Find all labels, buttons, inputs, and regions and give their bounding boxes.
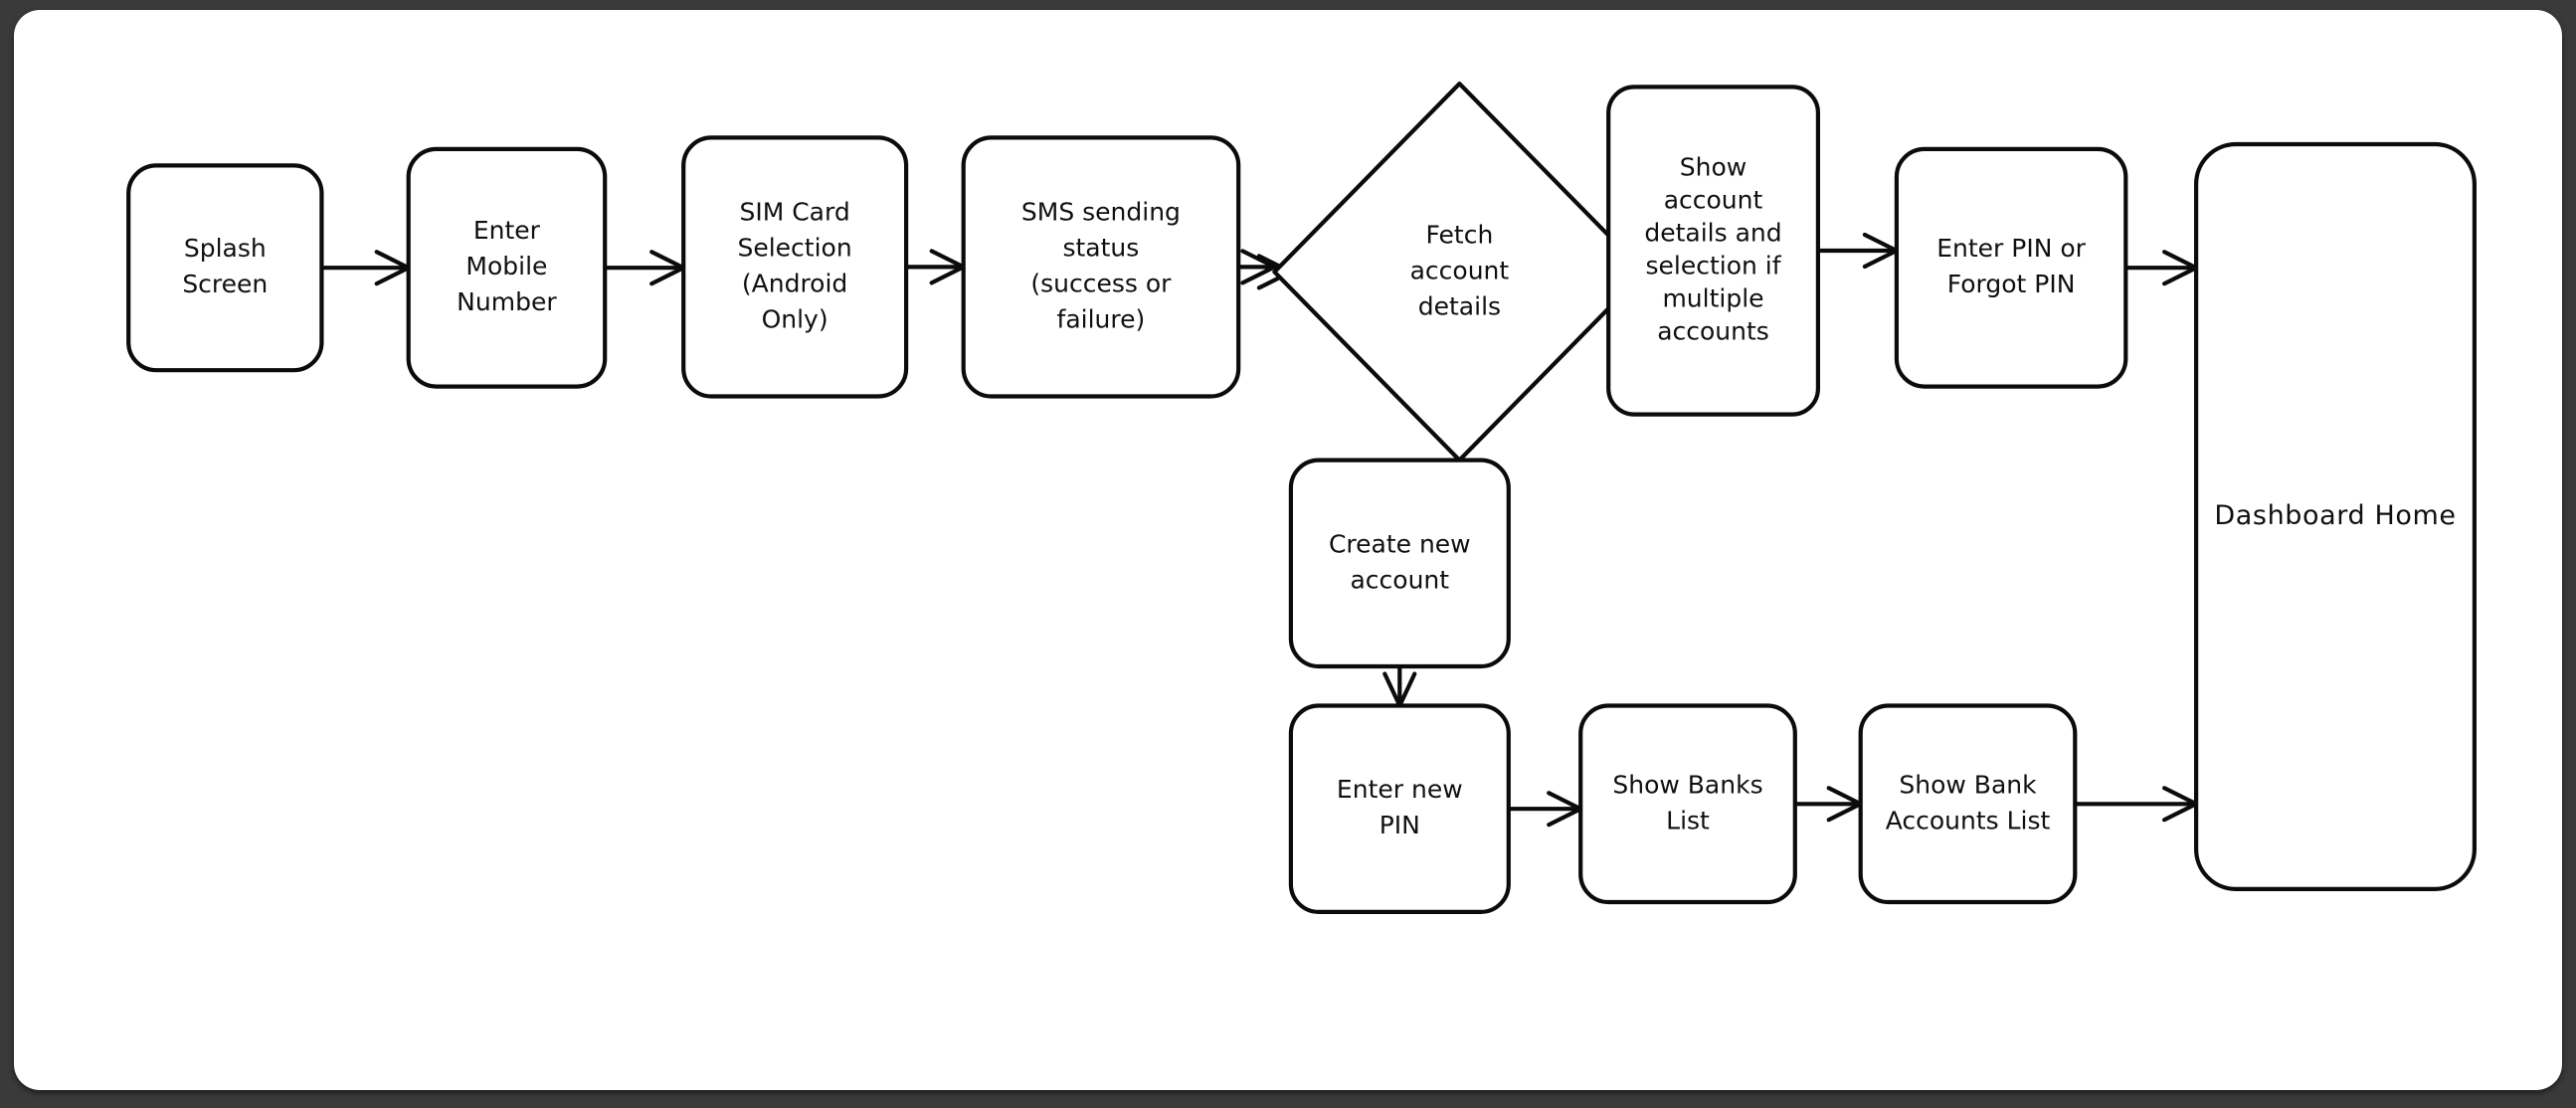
node-splash-screen[interactable]: Splash Screen: [126, 163, 324, 373]
node-show-bank-accounts-list[interactable]: Show Bank Accounts List: [1858, 703, 2078, 905]
node-sms-sending-status-line-0: SMS sending: [1021, 197, 1181, 226]
node-show-bank-accounts-list-line-0: Show Bank: [1899, 770, 2037, 799]
node-fetch-account-details-line-1: account: [1410, 256, 1510, 284]
node-show-account-details-line-4: multiple: [1662, 284, 1763, 313]
node-create-new-account-line-1: account: [1350, 565, 1449, 594]
node-enter-new-pin[interactable]: Enter new PIN: [1288, 703, 1511, 914]
node-sim-card-selection[interactable]: SIM Card Selection (Android Only): [681, 135, 909, 399]
node-show-banks-list-line-0: Show Banks: [1612, 770, 1762, 799]
node-dashboard-home-label: Dashboard Home: [2214, 500, 2456, 531]
node-show-banks-list-line-1: List: [1666, 806, 1710, 834]
node-create-new-account-shape[interactable]: [1288, 458, 1511, 669]
node-sms-sending-status[interactable]: SMS sending status (success or failure): [961, 135, 1241, 399]
edge-enter-mobile-to-sim-card: [605, 250, 686, 286]
node-fetch-account-details[interactable]: Fetch account details: [1272, 82, 1647, 462]
node-splash-screen-line-0: Splash: [184, 234, 267, 263]
node-dashboard-home[interactable]: Dashboard Home: [2194, 141, 2478, 892]
edge-sim-card-to-sms-status: [906, 249, 966, 285]
node-show-bank-accounts-list-line-1: Accounts List: [1886, 806, 2051, 834]
node-show-account-details-line-5: accounts: [1657, 317, 1769, 346]
node-enter-mobile-number-line-1: Mobile: [465, 252, 547, 280]
node-enter-mobile-number-line-2: Number: [457, 287, 557, 316]
edge-create-account-to-enter-new-pin: [1382, 666, 1417, 708]
node-show-bank-accounts-list-shape[interactable]: [1858, 703, 2078, 905]
node-enter-mobile-number-line-0: Enter: [473, 216, 541, 245]
node-show-account-details-shape[interactable]: [1606, 85, 1820, 417]
node-enter-mobile-number[interactable]: Enter Mobile Number: [406, 146, 608, 389]
node-fetch-account-details-line-0: Fetch: [1426, 220, 1494, 249]
flowchart-svg: Yes No: [126, 82, 2478, 914]
diagram-canvas: Yes No: [14, 10, 2562, 1090]
edge-show-bank-accounts-to-dashboard-home: [2075, 786, 2199, 823]
node-sim-card-selection-shape[interactable]: [681, 135, 909, 399]
node-enter-pin-or-forgot-pin-line-1: Forgot PIN: [1947, 270, 2076, 298]
node-show-banks-list[interactable]: Show Banks List: [1578, 703, 1797, 905]
edge-show-account-to-enter-pin: [1817, 232, 1899, 270]
node-sms-sending-status-line-1: status: [1062, 233, 1139, 262]
node-sim-card-selection-line-0: SIM Card: [739, 197, 849, 226]
node-show-account-details[interactable]: Show account details and selection if mu…: [1606, 85, 1820, 417]
edge-sms-status-to-fetch-account: [1238, 249, 1277, 285]
node-show-account-details-line-1: account: [1664, 186, 1763, 215]
node-enter-new-pin-line-0: Enter new: [1337, 775, 1463, 804]
node-create-new-account-line-0: Create new: [1329, 529, 1471, 558]
node-sim-card-selection-line-3: Only): [762, 304, 828, 333]
node-enter-pin-or-forgot-pin-shape[interactable]: [1894, 146, 2128, 389]
edge-enter-pin-to-dashboard-home: [2125, 250, 2199, 286]
node-enter-new-pin-line-1: PIN: [1380, 811, 1420, 839]
node-sms-sending-status-shape[interactable]: [961, 135, 1241, 399]
node-sms-sending-status-line-2: (success or: [1030, 269, 1172, 297]
node-enter-new-pin-shape[interactable]: [1288, 703, 1511, 914]
node-show-account-details-line-2: details and: [1644, 219, 1781, 248]
node-show-banks-list-shape[interactable]: [1578, 703, 1797, 905]
node-show-account-details-line-3: selection if: [1645, 252, 1781, 280]
node-fetch-account-details-line-2: details: [1418, 291, 1501, 320]
node-sim-card-selection-line-1: Selection: [737, 233, 851, 262]
node-dashboard-home-shape[interactable]: [2194, 141, 2478, 892]
node-create-new-account[interactable]: Create new account: [1288, 458, 1511, 669]
node-enter-mobile-number-shape[interactable]: [406, 146, 608, 389]
node-sim-card-selection-line-2: (Android: [742, 269, 847, 297]
nodes-layer: Splash Screen Enter Mobile Number SIM Ca…: [126, 82, 2478, 914]
node-enter-pin-or-forgot-pin-line-0: Enter PIN or: [1936, 234, 2086, 263]
edge-show-banks-to-show-bank-accounts: [1794, 786, 1863, 823]
node-splash-screen-line-1: Screen: [182, 270, 268, 298]
node-sms-sending-status-line-3: failure): [1057, 304, 1146, 333]
node-enter-pin-or-forgot-pin[interactable]: Enter PIN or Forgot PIN: [1894, 146, 2128, 389]
node-splash-screen-shape[interactable]: [126, 163, 324, 373]
node-show-account-details-line-0: Show: [1680, 153, 1747, 182]
edge-splash-to-enter-mobile: [321, 250, 411, 286]
edge-enter-new-pin-to-show-banks: [1508, 791, 1583, 828]
